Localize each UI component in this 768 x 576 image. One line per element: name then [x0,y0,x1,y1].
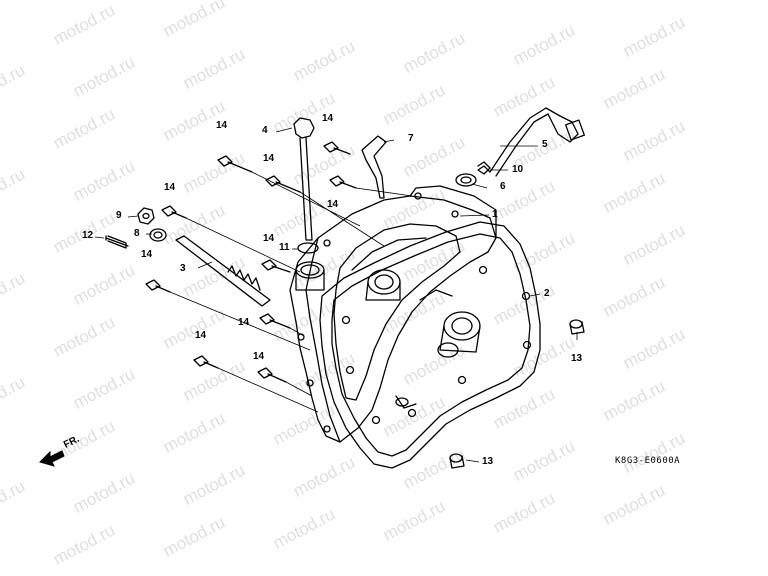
part-label-13: 13 [482,456,494,467]
dipstick [293,117,315,139]
part-label-9: 9 [116,210,122,221]
part-label-14: 14 [195,330,207,341]
part-label-4: 4 [262,125,268,136]
part-label-11: 11 [279,242,290,253]
part-label-10: 10 [512,164,524,175]
part-label-14: 14 [253,351,265,362]
part-label-12: 12 [82,230,94,241]
part-label-7: 7 [408,133,414,144]
cable-5 [489,107,547,173]
part-label-3: 3 [180,263,186,274]
crankcase-cover [289,195,497,443]
part-label-14: 14 [263,153,275,164]
part-label-6: 6 [500,181,506,192]
dowel-pin [569,319,585,335]
part-label-14: 14 [216,120,228,131]
part-label-2: 2 [544,288,550,299]
bolt-14 [217,155,253,173]
cable-guide [361,135,387,199]
spring [477,161,491,175]
part-label-8: 8 [134,228,140,239]
washer [149,228,167,242]
diagram-code: K8G3-E0600A [615,456,681,466]
nut [137,207,155,225]
part-label-5: 5 [542,139,548,150]
part-label-13: 13 [571,353,583,364]
gasket [319,221,541,469]
front-arrow [39,450,65,467]
part-label-14: 14 [164,182,176,193]
part-label-14: 14 [322,113,334,124]
part-label-14: 14 [327,199,339,210]
spindle [175,235,271,307]
leader-line [459,214,490,217]
o-ring [297,242,319,254]
part-label-14: 14 [141,249,153,260]
part-label-14: 14 [263,233,275,244]
part-label-1: 1 [492,209,498,220]
part-label-14: 14 [238,317,250,328]
